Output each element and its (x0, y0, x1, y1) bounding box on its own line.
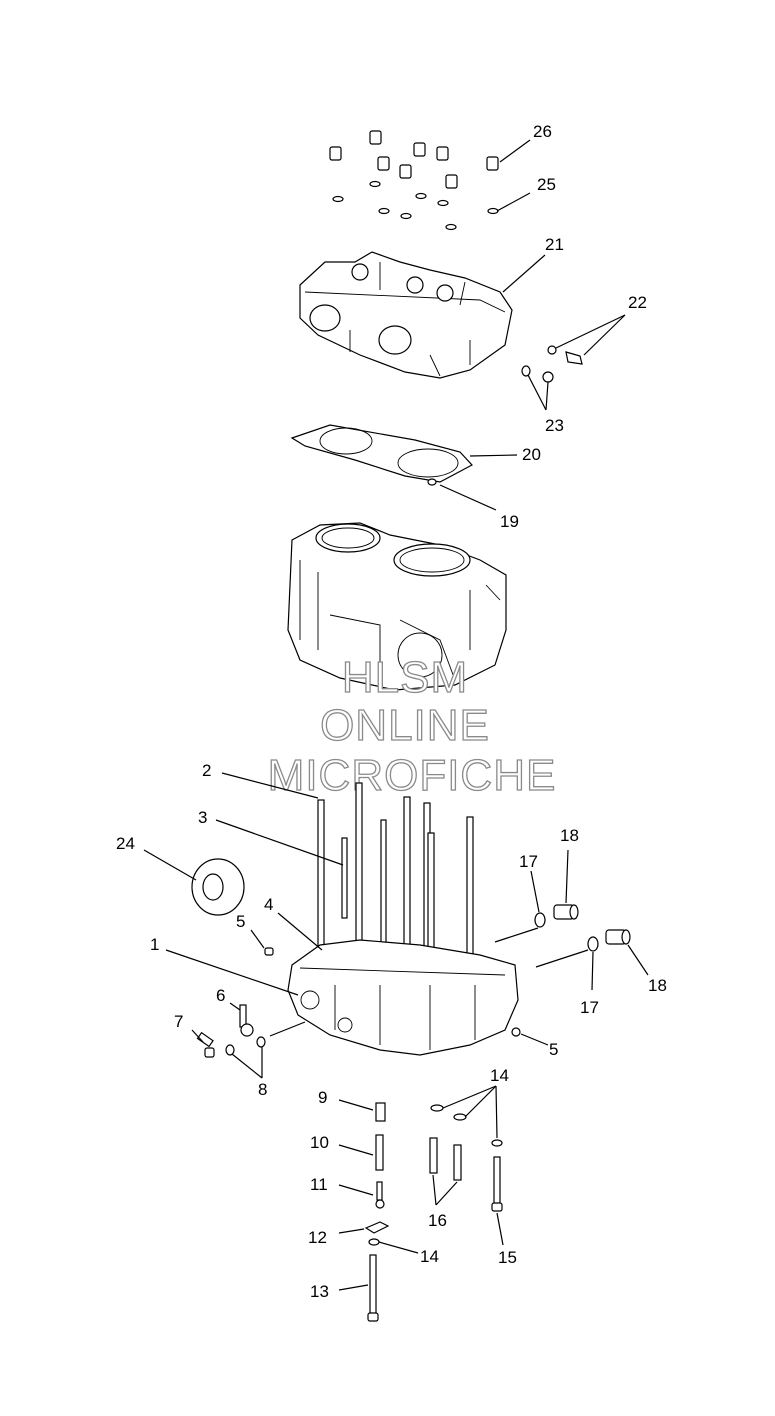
callout-25: 25 (537, 175, 556, 194)
watermark-line3: MICROFICHE (268, 751, 557, 800)
fitting-18-top (553, 904, 579, 920)
callout-6: 6 (216, 986, 225, 1005)
callout-12: 12 (308, 1228, 327, 1247)
callout-17-bottom: 17 (580, 998, 599, 1017)
dowel-9 (375, 1102, 386, 1122)
watermark-line2: ONLINE (320, 701, 490, 750)
callout-19: 19 (500, 512, 519, 531)
washer-14b (453, 1113, 467, 1121)
bolts-16 (429, 1137, 462, 1181)
bracket-12 (364, 1221, 390, 1234)
plug-5-right (511, 1027, 521, 1037)
callout-3: 3 (198, 808, 207, 827)
callout-5-left: 5 (236, 912, 245, 931)
head-gasket (290, 424, 473, 483)
callout-7: 7 (174, 1012, 183, 1031)
callout-17-top: 17 (519, 852, 538, 871)
callout-14-lower: 14 (420, 1247, 439, 1266)
crankcase (287, 939, 519, 1056)
watermark-line1: HLSM (342, 653, 468, 702)
cylinder-block (287, 522, 507, 691)
callout-14-upper: 14 (490, 1066, 509, 1085)
callout-22: 22 (628, 293, 647, 312)
callout-21: 21 (545, 235, 564, 254)
bolt-11 (375, 1181, 385, 1209)
callout-11: 11 (310, 1175, 328, 1194)
banjo-bolt (239, 1004, 254, 1037)
callout-5-right: 5 (549, 1040, 558, 1059)
dowel-10 (375, 1134, 384, 1171)
callout-20: 20 (522, 445, 541, 464)
callout-10: 10 (310, 1133, 329, 1152)
crankshaft-seal (191, 858, 245, 916)
callout-9: 9 (318, 1088, 327, 1107)
bolt-13 (367, 1254, 379, 1322)
leader-lines (143, 139, 649, 1291)
fitting-18-bottom (605, 929, 631, 945)
callout-8: 8 (258, 1080, 267, 1099)
callout-18-bottom: 18 (648, 976, 667, 995)
plug-5-left (264, 947, 274, 956)
valve-spring-washers (332, 180, 499, 231)
callout-13: 13 (310, 1282, 329, 1301)
callout-26: 26 (533, 122, 552, 141)
cylinder-head (299, 251, 513, 379)
washer-14a (430, 1104, 444, 1112)
callout-24: 24 (116, 834, 135, 853)
callout-1: 1 (150, 935, 159, 954)
dowel-pin (427, 478, 437, 486)
bolt-15 (491, 1156, 503, 1212)
washer-8a (225, 1044, 235, 1056)
oring-17-top (534, 912, 546, 928)
bolt-7 (196, 1031, 215, 1058)
washer-14c (491, 1139, 503, 1147)
watermark: HLSM ONLINE MICROFICHE (267, 652, 557, 800)
callout-23: 23 (545, 416, 564, 435)
callout-16: 16 (428, 1211, 447, 1230)
oring-17-bottom (587, 936, 599, 952)
head-fittings (521, 345, 583, 383)
callout-15: 15 (498, 1248, 517, 1267)
callout-18-top: 18 (560, 826, 579, 845)
valve-stem-seals (329, 130, 499, 189)
callout-labels: 26 25 21 22 23 20 19 2 3 24 4 5 1 6 7 8 … (116, 122, 667, 1301)
callout-4: 4 (264, 895, 273, 914)
washer-8b (256, 1036, 266, 1048)
callout-2: 2 (202, 761, 211, 780)
washer-14-lower (368, 1238, 380, 1246)
